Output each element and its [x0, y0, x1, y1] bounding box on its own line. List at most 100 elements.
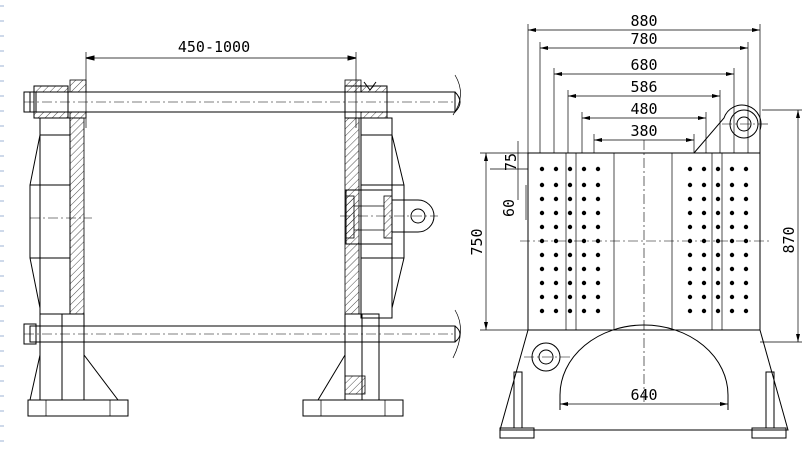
bolt-hole — [595, 266, 601, 272]
bolt-hole — [567, 196, 573, 202]
bolt-hole — [729, 166, 735, 172]
bolt-hole — [567, 210, 573, 216]
bolt-hole — [581, 182, 587, 188]
bolt-hole — [701, 252, 707, 258]
bolt-hole — [687, 224, 693, 230]
bolt-hole — [715, 238, 721, 244]
bolt-hole — [553, 166, 559, 172]
bolt-hole — [567, 182, 573, 188]
bolt-hole — [743, 224, 749, 230]
width-dimension-label: 480 — [630, 100, 657, 118]
bolt-hole — [729, 182, 735, 188]
bolt-hole — [729, 238, 735, 244]
front-span-dimension: 450-1000 — [178, 38, 250, 56]
pitch-60-dimension: 60 — [500, 199, 518, 217]
bolt-hole — [701, 280, 707, 286]
bolt-hole — [553, 182, 559, 188]
bolt-hole — [715, 252, 721, 258]
bolt-hole — [595, 280, 601, 286]
bolt-hole — [715, 210, 721, 216]
bolt-hole — [687, 166, 693, 172]
bolt-hole — [687, 294, 693, 300]
bolt-hole — [729, 294, 735, 300]
bolt-hole — [553, 266, 559, 272]
bolt-hole — [743, 308, 749, 314]
bolt-hole — [715, 166, 721, 172]
bolt-hole — [553, 294, 559, 300]
bolt-hole — [687, 308, 693, 314]
bolt-hole — [687, 182, 693, 188]
bolt-hole — [567, 252, 573, 258]
bolt-hole — [743, 280, 749, 286]
bolt-hole — [567, 294, 573, 300]
pitch-75-dimension: 75 — [502, 153, 520, 171]
bolt-hole — [701, 238, 707, 244]
bolt-hole — [581, 238, 587, 244]
bolt-hole — [687, 280, 693, 286]
bolt-hole — [729, 280, 735, 286]
bolt-hole — [715, 294, 721, 300]
bolt-hole — [743, 210, 749, 216]
bolt-hole — [729, 266, 735, 272]
bolt-hole — [743, 294, 749, 300]
bolt-hole — [595, 210, 601, 216]
bolt-hole — [743, 196, 749, 202]
bolt-hole — [701, 166, 707, 172]
bolt-hole — [553, 252, 559, 258]
bolt-hole — [715, 266, 721, 272]
bolt-hole — [553, 308, 559, 314]
bolt-hole — [743, 252, 749, 258]
bolt-hole — [595, 308, 601, 314]
bolt-hole — [581, 166, 587, 172]
bolt-hole — [553, 210, 559, 216]
bolt-hole — [581, 280, 587, 286]
width-dimension-label: 880 — [630, 12, 657, 30]
bolt-hole — [581, 224, 587, 230]
bolt-hole — [595, 252, 601, 258]
height-750-dimension: 750 — [468, 228, 486, 255]
width-dimension-label: 780 — [630, 30, 657, 48]
height-870-dimension: 870 — [780, 226, 798, 253]
bolt-hole — [567, 308, 573, 314]
bolt-hole — [567, 224, 573, 230]
bolt-hole — [581, 196, 587, 202]
bolt-hole — [539, 294, 545, 300]
bolt-hole — [567, 280, 573, 286]
bolt-hole — [729, 224, 735, 230]
width-dimension-label: 680 — [630, 56, 657, 74]
bolt-hole — [581, 308, 587, 314]
bolt-hole — [729, 196, 735, 202]
bolt-hole — [595, 224, 601, 230]
width-dimension-label: 586 — [630, 78, 657, 96]
bolt-hole — [595, 166, 601, 172]
bolt-hole — [539, 166, 545, 172]
bolt-hole — [687, 196, 693, 202]
bolt-hole — [715, 308, 721, 314]
bolt-hole — [715, 224, 721, 230]
bolt-hole — [539, 238, 545, 244]
bolt-hole — [581, 210, 587, 216]
bolt-hole — [539, 196, 545, 202]
bolt-hole — [701, 308, 707, 314]
bolt-hole — [553, 224, 559, 230]
bolt-hole — [729, 308, 735, 314]
bolt-hole — [701, 266, 707, 272]
bolt-hole — [539, 280, 545, 286]
bolt-hole — [581, 252, 587, 258]
left-ruler — [0, 5, 4, 442]
bolt-hole — [539, 224, 545, 230]
bolt-hole — [567, 166, 573, 172]
bolt-hole — [553, 196, 559, 202]
bolt-hole — [687, 266, 693, 272]
bolt-hole — [743, 166, 749, 172]
width-dimension-label: 380 — [630, 122, 657, 140]
bolt-hole — [743, 182, 749, 188]
bolt-hole — [581, 266, 587, 272]
base-640-dimension: 640 — [630, 386, 657, 404]
bolt-hole — [553, 238, 559, 244]
bolt-hole — [701, 294, 707, 300]
bolt-hole — [701, 196, 707, 202]
bolt-hole — [687, 238, 693, 244]
